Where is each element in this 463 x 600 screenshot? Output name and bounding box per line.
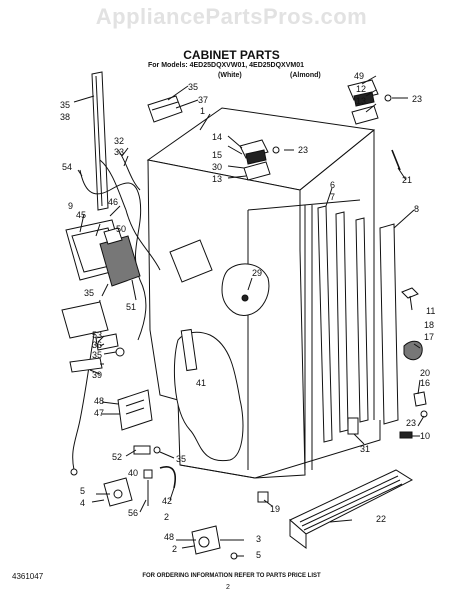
callout-22: 22 bbox=[376, 514, 386, 524]
callout-45: 45 bbox=[76, 210, 86, 220]
callout-23: 23 bbox=[406, 418, 416, 428]
top-label-41 bbox=[180, 328, 198, 372]
callout-38: 38 bbox=[60, 112, 70, 122]
callout-50: 50 bbox=[116, 224, 126, 234]
callout-52: 52 bbox=[112, 452, 122, 462]
cabinet-body bbox=[146, 107, 381, 479]
callout-35: 35 bbox=[188, 82, 198, 92]
part-21 bbox=[391, 149, 401, 171]
callout-23: 23 bbox=[412, 94, 422, 104]
top-vent bbox=[147, 95, 183, 123]
lower-panel bbox=[61, 301, 109, 339]
callout-7: 7 bbox=[330, 192, 335, 202]
callout-47: 47 bbox=[94, 408, 104, 418]
callout-2: 2 bbox=[164, 512, 169, 522]
bracket-31 bbox=[347, 417, 359, 435]
callout-19: 19 bbox=[270, 504, 280, 514]
roller-assembly bbox=[191, 525, 238, 560]
right-top-hinge bbox=[347, 79, 392, 125]
callout-37: 37 bbox=[198, 95, 208, 105]
page-number: 2 bbox=[226, 584, 230, 591]
callout-6: 6 bbox=[330, 180, 335, 190]
left-small-parts bbox=[69, 333, 125, 373]
defrost-panel bbox=[65, 219, 141, 287]
callout-15: 15 bbox=[212, 150, 222, 160]
callout-13: 13 bbox=[212, 174, 222, 184]
callout-48: 48 bbox=[164, 532, 174, 542]
callout-16: 16 bbox=[420, 378, 430, 388]
callouts: 35 37 1 35 38 14 15 30 13 23 49 12 13 23… bbox=[60, 71, 435, 560]
right-lower-parts bbox=[399, 391, 428, 439]
lower-left-bracket bbox=[117, 389, 153, 431]
callout-56: 56 bbox=[128, 508, 138, 518]
callout-35: 35 bbox=[84, 288, 94, 298]
ordering-info: FOR ORDERING INFORMATION REFER TO PARTS … bbox=[142, 573, 321, 579]
document-number: 4361047 bbox=[12, 572, 44, 581]
models-line: For Models: 4ED25DQXVW01, 4ED25DQXVM01 bbox=[148, 62, 304, 69]
callout-2: 2 bbox=[172, 544, 177, 554]
toe-grille bbox=[289, 469, 414, 549]
callout-46: 46 bbox=[108, 197, 118, 207]
callout-8: 8 bbox=[414, 204, 419, 214]
callout-9: 9 bbox=[68, 201, 73, 211]
callout-14: 14 bbox=[212, 132, 222, 142]
left-trim-strip bbox=[91, 71, 109, 211]
callout-10: 10 bbox=[420, 431, 430, 441]
callout-54: 54 bbox=[62, 162, 72, 172]
door-seal-strips bbox=[317, 205, 399, 443]
color-almond-label: (Almond) bbox=[290, 72, 321, 79]
callout-42: 42 bbox=[162, 496, 172, 506]
callout-5: 5 bbox=[80, 486, 85, 496]
hinge-part-52 bbox=[133, 445, 161, 455]
callout-41: 41 bbox=[196, 378, 206, 388]
callout-1: 1 bbox=[200, 106, 205, 116]
callout-3: 3 bbox=[256, 534, 261, 544]
watermark: AppliancePartsPros.com bbox=[95, 4, 368, 29]
callout-21: 21 bbox=[402, 175, 412, 185]
color-white-label: (White) bbox=[218, 72, 242, 79]
callout-11: 11 bbox=[426, 306, 435, 316]
lower-hinge bbox=[103, 469, 153, 507]
callout-31: 31 bbox=[360, 444, 370, 454]
callout-33: 33 bbox=[114, 147, 124, 157]
callout-13: 13 bbox=[356, 96, 366, 106]
callout-23: 23 bbox=[298, 145, 308, 155]
callout-39: 39 bbox=[92, 370, 102, 380]
callout-53: 53 bbox=[92, 330, 102, 340]
diagram-title: CABINET PARTS bbox=[183, 48, 280, 62]
callout-40: 40 bbox=[128, 468, 138, 478]
callout-29: 29 bbox=[252, 268, 262, 278]
callout-17: 17 bbox=[424, 332, 434, 342]
callout-4: 4 bbox=[80, 498, 85, 508]
clip-19 bbox=[257, 491, 269, 503]
callout-12: 12 bbox=[356, 84, 366, 94]
callout-30: 30 bbox=[212, 162, 222, 172]
leader-lines bbox=[73, 75, 425, 557]
callout-51: 51 bbox=[126, 302, 136, 312]
callout-35: 35 bbox=[92, 350, 102, 360]
right-small-parts bbox=[401, 287, 423, 361]
callout-48: 48 bbox=[94, 396, 104, 406]
callout-5: 5 bbox=[256, 550, 261, 560]
callout-35: 35 bbox=[176, 454, 186, 464]
callout-20: 20 bbox=[420, 368, 430, 378]
rod-42 bbox=[159, 466, 176, 489]
callout-18: 18 bbox=[424, 320, 434, 330]
callout-32: 32 bbox=[114, 136, 124, 146]
callout-49: 49 bbox=[354, 71, 364, 81]
center-top-hinge bbox=[239, 139, 280, 181]
callout-35: 35 bbox=[60, 100, 70, 110]
callout-36: 36 bbox=[92, 340, 102, 350]
